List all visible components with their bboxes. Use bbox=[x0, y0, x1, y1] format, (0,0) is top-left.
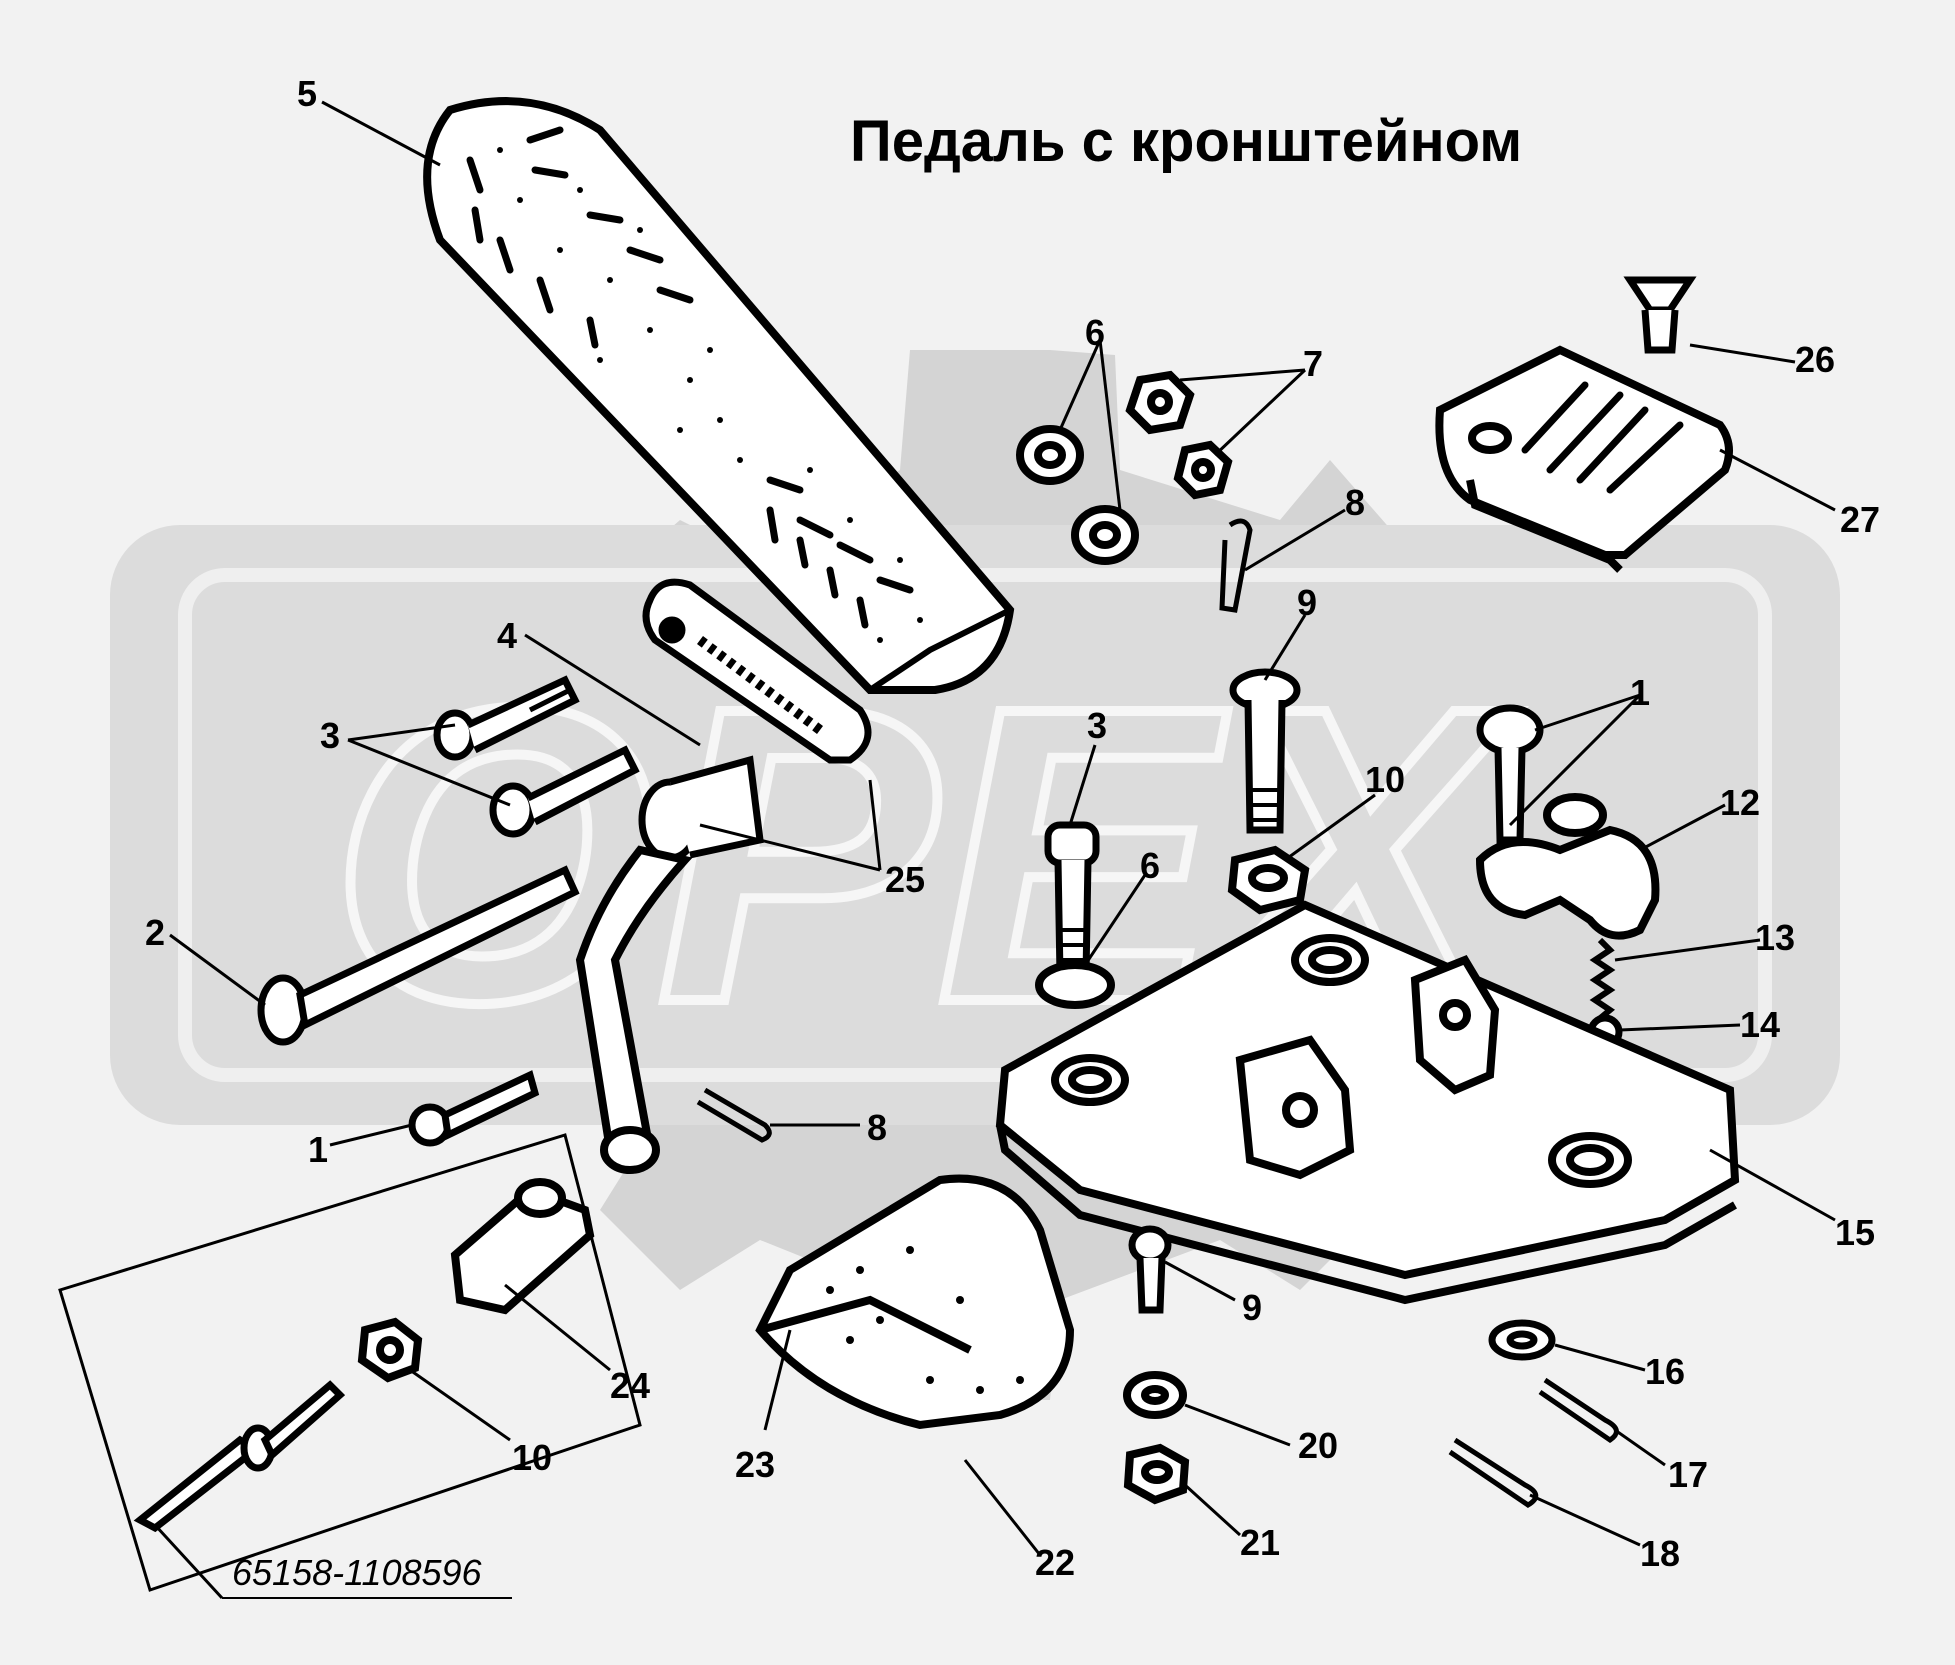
callout-22: 22 bbox=[1035, 1542, 1076, 1583]
washer-16 bbox=[1488, 1319, 1556, 1361]
lock-washer-6b bbox=[1071, 505, 1139, 565]
nut-21 bbox=[1123, 1443, 1190, 1505]
nut-10-upper bbox=[1227, 845, 1310, 915]
callout-5: 5 bbox=[297, 73, 318, 114]
bolt-3b bbox=[489, 745, 640, 838]
split-pin-8-lower bbox=[696, 1087, 772, 1143]
spring-washer-20 bbox=[1123, 1371, 1187, 1419]
callout-15: 15 bbox=[1835, 1212, 1876, 1253]
kit-part-number: 65158-1108596 bbox=[232, 1552, 482, 1593]
callout-1-left: 1 bbox=[308, 1129, 329, 1170]
callout-17: 17 bbox=[1668, 1454, 1709, 1495]
pad-cover-27 bbox=[1435, 345, 1733, 573]
callout-20: 20 bbox=[1298, 1425, 1339, 1466]
callout-9-lower: 9 bbox=[1242, 1287, 1263, 1328]
base-plate-15 bbox=[995, 900, 1740, 1305]
nut-7a bbox=[1125, 370, 1195, 435]
callout-7: 7 bbox=[1303, 343, 1324, 384]
rubber-boot-speckle bbox=[826, 1246, 1024, 1394]
clevis-12 bbox=[1475, 793, 1660, 940]
nut-10-kit bbox=[357, 1317, 423, 1383]
callout-25: 24 bbox=[610, 1365, 651, 1406]
pedal-pad-texture bbox=[466, 126, 914, 629]
leader-lines bbox=[153, 100, 1836, 1600]
callout-10-kit: 10 bbox=[512, 1437, 553, 1478]
callout-1-right: 1 bbox=[1630, 672, 1651, 713]
callout-3-left: 3 bbox=[320, 715, 341, 756]
pedal-pad-5 bbox=[423, 97, 1015, 694]
lock-washer-6a bbox=[1016, 425, 1084, 485]
callout-2: 2 bbox=[145, 912, 166, 953]
callout-27: 27 bbox=[1840, 499, 1881, 540]
bolt-3a bbox=[433, 675, 580, 761]
fitting-25 bbox=[450, 1178, 595, 1315]
screw-26 bbox=[1623, 276, 1697, 354]
bolt-9-lower bbox=[1128, 1225, 1172, 1314]
spring-13 bbox=[1589, 937, 1616, 1023]
callout-10-upper: 10 bbox=[1365, 759, 1406, 800]
split-pin-8-upper bbox=[1219, 518, 1253, 613]
pad-cover-slots bbox=[1521, 381, 1684, 494]
callout-9-upper: 9 bbox=[1297, 582, 1318, 623]
rubber-boot-22 bbox=[755, 1174, 1075, 1430]
callout-8-lower: 8 bbox=[867, 1107, 888, 1148]
pedal-bracket-4 bbox=[642, 578, 872, 764]
lock-washer-6c bbox=[1035, 961, 1115, 1009]
callout-8-upper: 8 bbox=[1345, 482, 1366, 523]
callout-21: 21 bbox=[1240, 1522, 1281, 1563]
kit-frame bbox=[58, 1133, 642, 1592]
roller-24 bbox=[638, 755, 764, 862]
axle-pin-2 bbox=[257, 865, 580, 1046]
callout-16: 16 bbox=[1645, 1351, 1686, 1392]
nut-7b bbox=[1173, 440, 1233, 500]
callout-6-middle: 6 bbox=[1140, 845, 1161, 886]
pin-1-left bbox=[408, 1070, 540, 1147]
callout-6-top: 6 bbox=[1085, 312, 1106, 353]
cotter-pin-18 bbox=[1448, 1437, 1539, 1508]
callout-3-middle: 3 bbox=[1087, 705, 1108, 746]
bolt-9-upper bbox=[1229, 668, 1301, 834]
callout-13: 13 bbox=[1755, 917, 1796, 958]
callout-18: 18 bbox=[1640, 1533, 1681, 1574]
bolt-3-middle bbox=[1044, 821, 1100, 979]
diagram-title: Педаль с кронштейном bbox=[850, 109, 1523, 174]
callout-26: 26 bbox=[1795, 339, 1836, 380]
cotter-pin-17 bbox=[1538, 1377, 1619, 1444]
callout-4: 4 bbox=[497, 615, 518, 656]
pedal-pad-speckle bbox=[497, 147, 923, 643]
crank-lever bbox=[575, 845, 693, 1174]
callout-12: 12 bbox=[1720, 782, 1761, 823]
callout-24: 25 bbox=[885, 859, 926, 900]
callout-14: 14 bbox=[1740, 1004, 1781, 1045]
rod-kit bbox=[133, 1380, 346, 1533]
callout-23: 23 bbox=[735, 1444, 776, 1485]
